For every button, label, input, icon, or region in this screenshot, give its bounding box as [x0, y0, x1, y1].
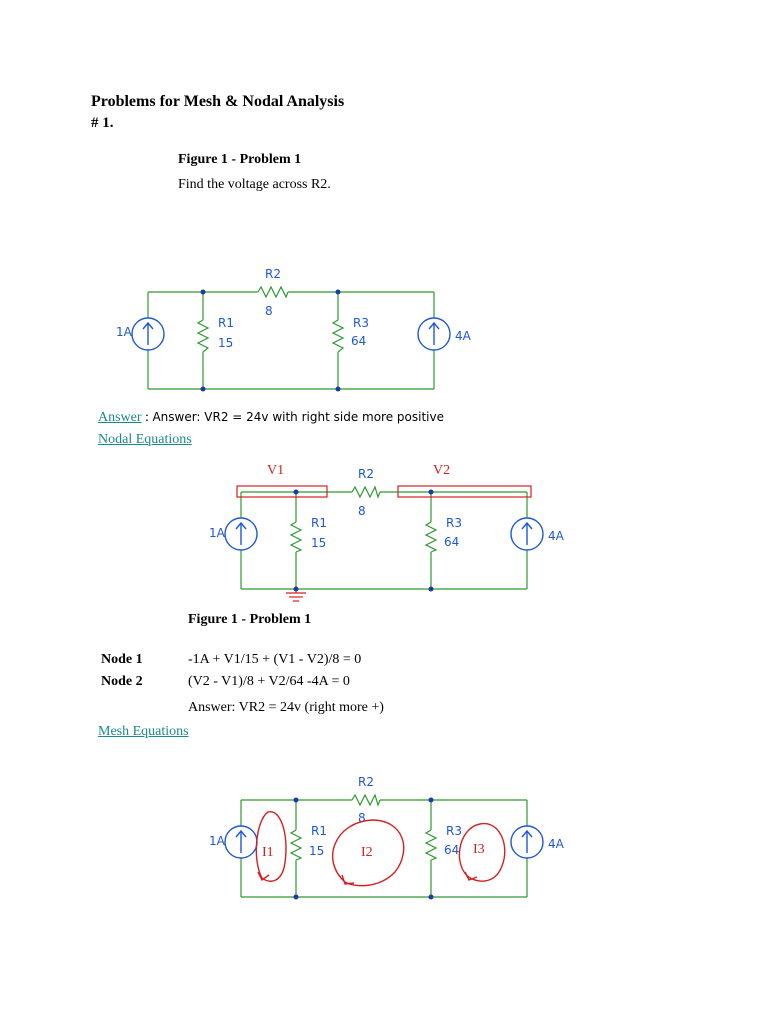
r2-name-label: R2 — [358, 775, 374, 789]
resistor-r2-symbol — [351, 793, 381, 807]
r1-name-label: R1 — [218, 316, 234, 330]
resistor-r2-symbol — [351, 485, 381, 499]
r3-value-label: 64 — [444, 535, 459, 549]
node-v1-label: V1 — [267, 463, 284, 478]
answer-line: Answer : Answer: VR2 = 24v with right si… — [98, 410, 444, 426]
resistor-r1-symbol — [196, 319, 210, 353]
page-title: Problems for Mesh & Nodal Analysis — [91, 93, 345, 110]
r2-value-label: 8 — [358, 811, 366, 825]
mesh-equations-link[interactable]: Mesh Equations — [98, 724, 189, 739]
current-source-left-symbol — [224, 517, 258, 551]
problem-number: # 1. — [91, 115, 114, 131]
problem-question: Find the voltage across R2. — [178, 177, 331, 192]
current-source-left-symbol — [131, 317, 165, 351]
mesh-i3-label: I3 — [473, 842, 485, 857]
source-right-label: 4A — [455, 329, 472, 343]
node1-label: Node 1 — [101, 652, 143, 667]
current-source-left-symbol — [224, 825, 258, 859]
mesh-loop-i2-arrow — [332, 819, 405, 887]
current-source-right-symbol — [417, 317, 451, 351]
r3-name-label: R3 — [446, 516, 462, 530]
r2-name-label: R2 — [265, 267, 281, 281]
r2-value-label: 8 — [358, 504, 366, 518]
resistor-r3-symbol — [424, 829, 438, 861]
r3-value-label: 64 — [351, 334, 366, 348]
node-v2-box — [397, 485, 532, 498]
ground-icon — [286, 592, 306, 602]
node2-equation: (V2 - V1)/8 + V2/64 -4A = 0 — [188, 674, 350, 689]
r3-name-label: R3 — [446, 824, 462, 838]
circuit-diagram-mesh: R2 8 R1 15 R3 64 1A 4A I1 I2 I3 — [209, 775, 565, 900]
nodal-equations-link[interactable]: Nodal Equations — [98, 432, 192, 447]
r1-name-label: R1 — [311, 516, 327, 530]
circuit-diagram-1: R2 8 R1 15 R3 64 1A 4A — [116, 267, 472, 392]
answer-text: Answer: VR2 = 24v with right side more p… — [152, 410, 444, 424]
source-left-label: 1A — [209, 834, 226, 848]
source-right-label: 4A — [548, 837, 565, 851]
nodal-answer: Answer: VR2 = 24v (right more +) — [188, 700, 384, 715]
current-source-right-symbol — [510, 825, 544, 859]
mesh-i2-label: I2 — [361, 845, 373, 860]
answer-colon: : — [145, 410, 149, 425]
answer-link[interactable]: Answer — [98, 410, 142, 425]
resistor-r1-symbol — [289, 829, 303, 861]
r3-value-label: 64 — [444, 843, 459, 857]
node-v1-box — [236, 485, 328, 498]
resistor-r3-symbol — [331, 319, 345, 353]
figure-caption-2: Figure 1 - Problem 1 — [188, 612, 312, 627]
r1-value-label: 15 — [311, 536, 326, 550]
mesh-i1-label: I1 — [262, 845, 274, 860]
source-right-label: 4A — [548, 529, 565, 543]
r2-name-label: R2 — [358, 467, 374, 481]
resistor-r1-symbol — [289, 521, 303, 553]
r1-value-label: 15 — [218, 336, 233, 350]
r1-name-label: R1 — [311, 824, 327, 838]
source-left-label: 1A — [116, 325, 133, 339]
r1-value-label: 15 — [309, 844, 324, 858]
resistor-r3-symbol — [424, 521, 438, 553]
mesh-loop-i3-arrow — [458, 823, 506, 882]
mesh-loop-i1-arrow — [255, 811, 287, 882]
current-source-right-symbol — [510, 517, 544, 551]
node-v2-label: V2 — [433, 463, 450, 478]
node1-equation: -1A + V1/15 + (V1 - V2)/8 = 0 — [188, 652, 362, 667]
resistor-r2-symbol — [257, 285, 289, 299]
node2-label: Node 2 — [101, 674, 143, 689]
circuit-diagram-nodal: V1 V2 R2 8 R1 15 R3 64 1A 4A — [209, 463, 565, 602]
r2-value-label: 8 — [265, 304, 273, 318]
r3-name-label: R3 — [353, 316, 369, 330]
source-left-label: 1A — [209, 526, 226, 540]
figure-caption: Figure 1 - Problem 1 — [178, 152, 302, 167]
